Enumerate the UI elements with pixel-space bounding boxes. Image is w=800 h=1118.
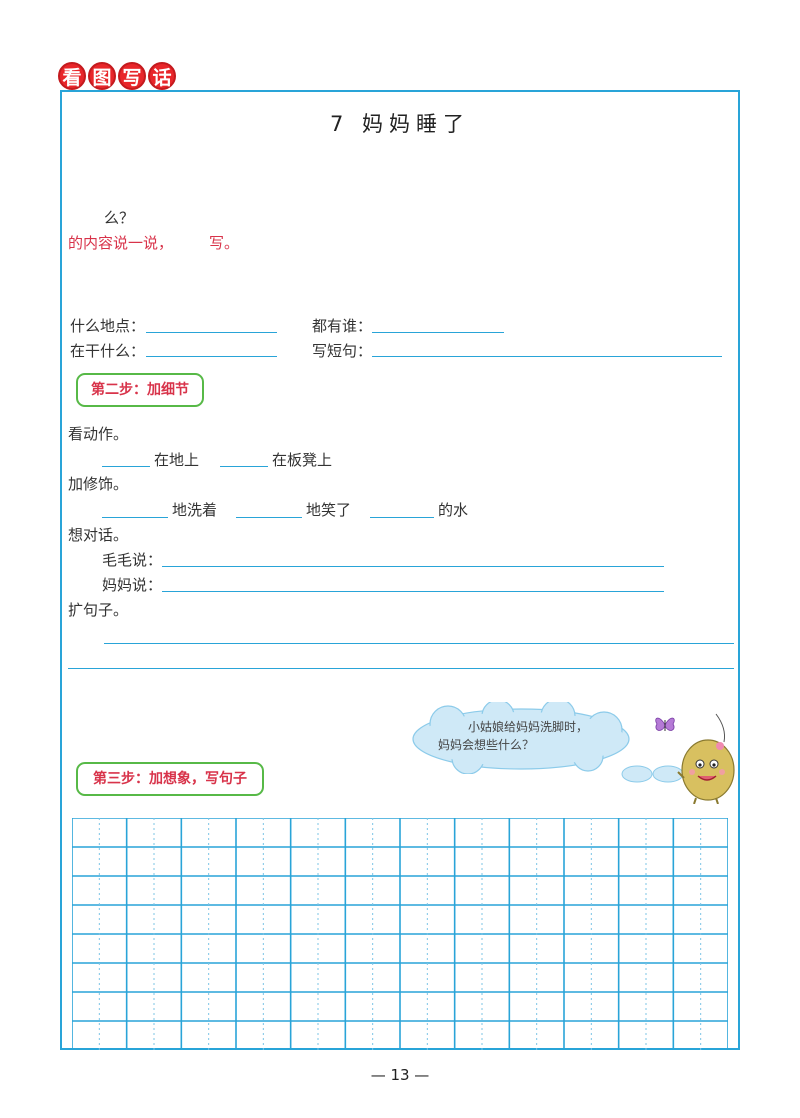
action-blank-1[interactable] <box>102 466 150 467</box>
who-blank[interactable] <box>372 332 504 333</box>
mama-says-label: 妈妈说： <box>102 576 163 594</box>
expand-label: 扩句子。 <box>68 601 129 619</box>
logo-char: 图 <box>88 62 116 90</box>
short-sentence-blank[interactable] <box>372 356 722 357</box>
butterfly-icon <box>655 717 675 731</box>
place-blank[interactable] <box>146 332 277 333</box>
instruction-tail: 写。 <box>209 234 240 252</box>
step3-badge: 第三步：加想象，写句子 <box>76 762 264 796</box>
page-title: 7 妈妈睡了 <box>329 112 471 136</box>
maomao-says-label: 毛毛说： <box>102 551 163 569</box>
on-bench-text: 在板凳上 <box>272 451 333 469</box>
logo-char: 看 <box>58 62 86 90</box>
doing-blank[interactable] <box>146 356 277 357</box>
label-place: 什么地点： <box>70 317 146 335</box>
potato-mascot-icon <box>677 713 735 804</box>
look-action-label: 看动作。 <box>68 425 129 443</box>
thought-cloud <box>412 702 630 774</box>
expand-line-2[interactable] <box>68 668 734 669</box>
maomao-says-blank[interactable] <box>162 566 664 567</box>
laughed-text: 地笑了 <box>306 501 352 519</box>
section-logo: 看 图 写 话 <box>58 62 176 90</box>
mama-says-blank[interactable] <box>162 591 664 592</box>
question-fragment: 么？ <box>104 209 135 227</box>
water-text: 的水 <box>438 501 469 519</box>
label-short-sentence: 写短句： <box>312 342 373 360</box>
cloud-text: 小姑娘给妈妈洗脚时， 妈妈会想些什么？ <box>438 718 588 754</box>
add-modifier-label: 加修饰。 <box>68 475 129 493</box>
modifier-blank-2[interactable] <box>236 517 302 518</box>
cloud-line-1: 小姑娘给妈妈洗脚时， <box>468 720 589 734</box>
writing-grid[interactable] <box>72 818 728 1050</box>
instruction-red: 的内容说一说， <box>68 234 174 252</box>
page-number: — 13 — <box>370 1066 430 1084</box>
think-dialogue-label: 想对话。 <box>68 526 129 544</box>
step2-badge: 第二步：加细节 <box>76 373 204 407</box>
on-ground-text: 在地上 <box>154 451 200 469</box>
washing-text: 地洗着 <box>172 501 218 519</box>
label-doing: 在干什么： <box>70 342 146 360</box>
logo-char: 话 <box>148 62 176 90</box>
modifier-blank-3[interactable] <box>370 517 434 518</box>
action-blank-2[interactable] <box>220 466 268 467</box>
cloud-line-2: 妈妈会想些什么？ <box>438 738 535 752</box>
small-cloud-icon <box>621 765 684 783</box>
logo-char: 写 <box>118 62 146 90</box>
modifier-blank-1[interactable] <box>102 517 168 518</box>
label-who: 都有谁： <box>312 317 373 335</box>
expand-line-1[interactable] <box>104 643 734 644</box>
instruction-line: 的内容说一说， 写。 <box>68 232 239 253</box>
